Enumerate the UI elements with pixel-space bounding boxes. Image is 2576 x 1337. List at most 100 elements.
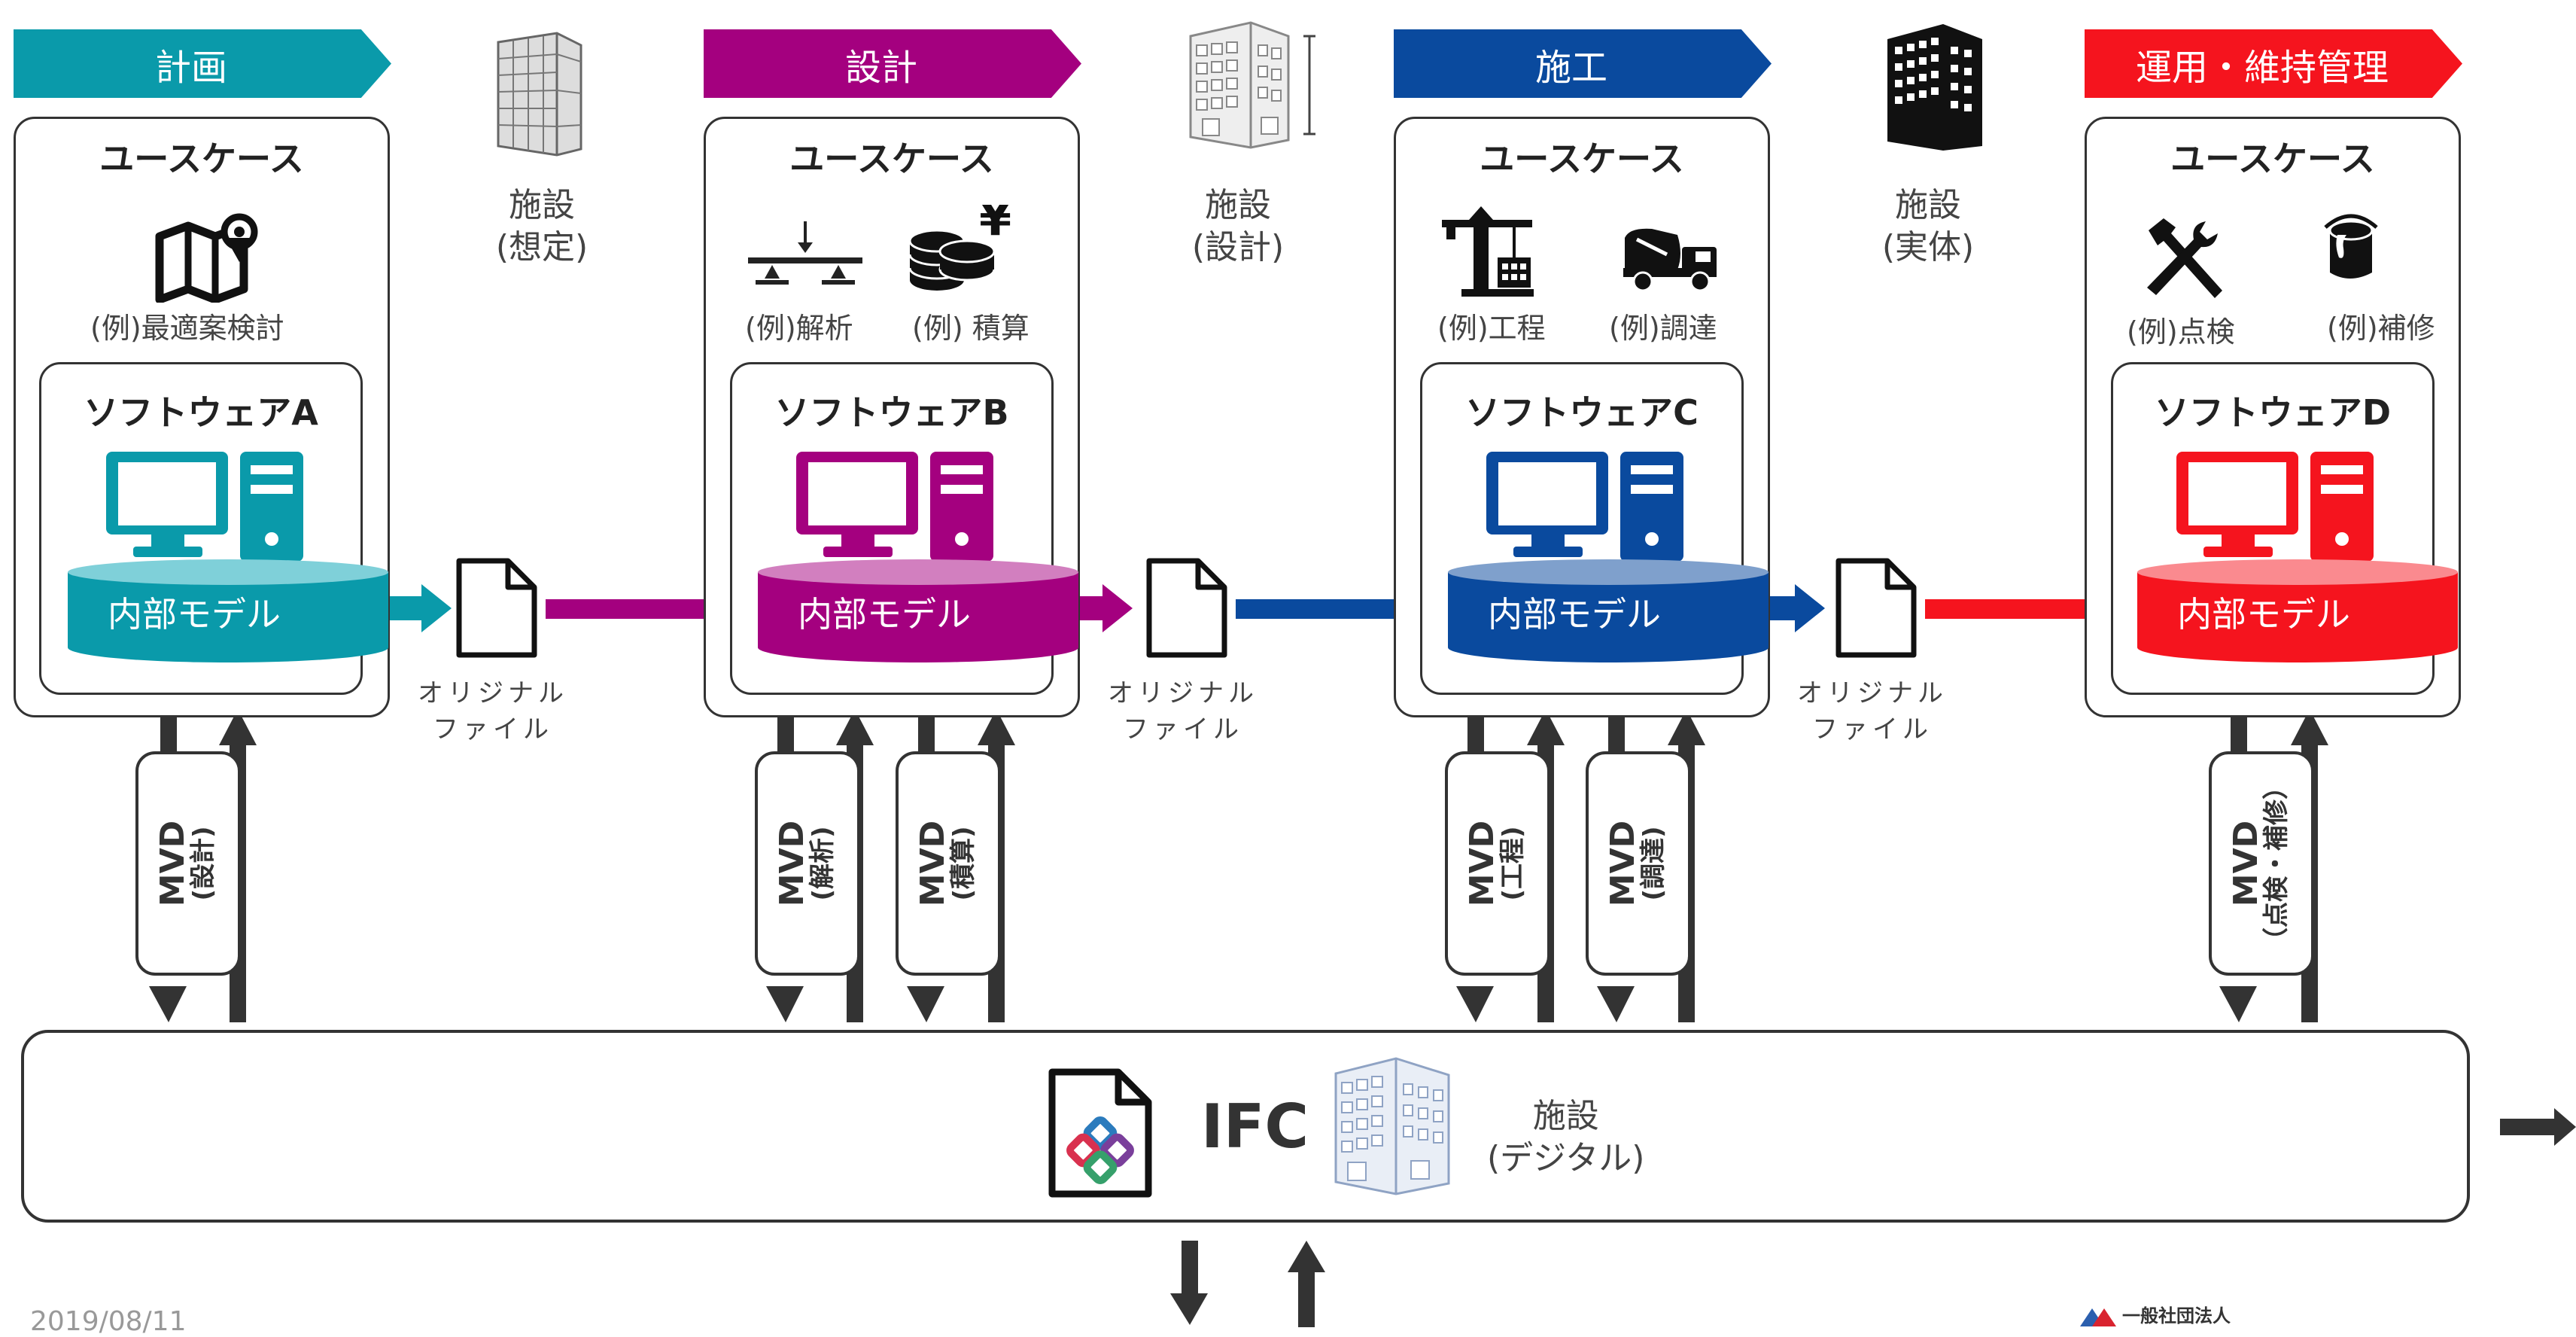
facility-design-label: 施設 (設計) — [1148, 184, 1328, 269]
internal-model-label: 内部モデル — [1488, 594, 1661, 635]
usecase-example: (例)調達 — [1609, 312, 1717, 345]
mixer-truck-icon — [1623, 228, 1717, 292]
mvd-text: MVD（点検・補修） — [2227, 774, 2292, 953]
original-file-icon — [1146, 558, 1227, 658]
hammer-wrench-icon — [2147, 218, 2222, 298]
building-sketch-icon — [497, 32, 582, 157]
internal-model-label: 内部モデル — [2177, 594, 2350, 635]
facility-line1: 施設 — [1205, 186, 1271, 224]
mvd-text: MVD(設計) — [154, 820, 218, 907]
internal-model-cylinder — [758, 559, 1078, 662]
usecase-example: (例)最適案検討 — [90, 312, 284, 345]
facility-line2: (設計) — [1191, 228, 1285, 266]
software-title: ソフトウェアB — [774, 392, 1009, 433]
facility-assumed-label: 施設 (想定) — [452, 184, 632, 269]
mvd-box-procurement: MVD(調達) — [1586, 751, 1691, 976]
mvd-box-analysis: MVD(解析) — [755, 751, 860, 976]
original-file-label: オリジナルファイル — [403, 675, 583, 748]
original-file-line1: オリジナル — [1797, 678, 1948, 708]
usecase-example: (例)工程 — [1437, 312, 1546, 345]
mvd-sub-label: (設計) — [188, 826, 218, 901]
mvd-sub-label: （点検・補修） — [2261, 774, 2292, 953]
usecase-example: (例)点検 — [2127, 315, 2235, 349]
internal-model-cylinder — [1448, 559, 1769, 662]
facility-real-label: 施設 (実体) — [1838, 184, 2018, 269]
usecase-example: (例)補修 — [2327, 312, 2435, 345]
phase-header-operation: 運用・維持管理 — [2085, 29, 2462, 98]
mvd-text: MVD(工程) — [1463, 820, 1528, 907]
internal-model-cylinder — [2137, 559, 2458, 662]
mvd-box-process: MVD(工程) — [1445, 751, 1550, 976]
mvd-box-inspection-repair: MVD（点検・補修） — [2209, 751, 2314, 976]
digital-facility-line2: (デジタル) — [1487, 1139, 1645, 1177]
mvd-box-design: MVD(設計) — [135, 751, 241, 976]
usecase-title: ユースケース — [2170, 139, 2375, 179]
phase-label: 設計 — [844, 46, 917, 89]
usecase-example: (例) 積算 — [912, 312, 1029, 345]
organization-name: 一般社団法人 — [2122, 1305, 2231, 1326]
original-file-line2: ファイル — [1812, 714, 1933, 745]
ifc-label: IFC — [1201, 1092, 1309, 1162]
building-solid-icon — [1887, 24, 1982, 151]
svg-text:¥: ¥ — [979, 205, 1011, 246]
phase-header-plan: 計画 — [14, 29, 391, 98]
phase-label: 計画 — [154, 46, 227, 89]
usecase-example: (例)解析 — [745, 312, 853, 345]
digital-building-icon — [1334, 1057, 1450, 1195]
software-title: ソフトウェアC — [1465, 392, 1699, 433]
mvd-text: MVD(解析) — [773, 820, 838, 907]
software-title: ソフトウェアD — [2154, 392, 2392, 433]
mvd-sub-label: (解析) — [807, 826, 838, 901]
construction-crane-icon — [1442, 206, 1534, 297]
mvd-text: MVD(調達) — [1604, 820, 1668, 907]
original-file-label: オリジナルファイル — [1782, 675, 1963, 748]
computer-icon — [106, 452, 303, 562]
phase-header-design: 設計 — [704, 29, 1081, 98]
computer-icon — [796, 452, 993, 562]
mvd-main-label: MVD — [1604, 820, 1642, 907]
facility-line1: 施設 — [1895, 186, 1961, 224]
coins-yen-icon: ¥ — [908, 205, 1011, 291]
mvd-sub-label: (工程) — [1498, 826, 1528, 901]
original-file-line1: オリジナル — [1108, 678, 1258, 708]
mvd-text: MVD(積算) — [914, 820, 978, 907]
digital-facility-label: 施設 (デジタル) — [1487, 1095, 1644, 1180]
facility-line2: (想定) — [495, 228, 588, 266]
mvd-main-label: MVD — [773, 820, 811, 907]
internal-model-label: 内部モデル — [798, 594, 971, 635]
mvd-sub-label: (調達) — [1638, 826, 1668, 901]
usecase-title: ユースケース — [789, 139, 994, 179]
paint-bucket-icon — [2324, 214, 2378, 279]
phase-label: 施工 — [1534, 46, 1607, 89]
original-file-icon — [1835, 558, 1917, 658]
facility-line1: 施設 — [509, 186, 575, 224]
internal-model-label: 内部モデル — [108, 594, 281, 635]
usecase-title: ユースケース — [99, 139, 304, 179]
digital-facility-line1: 施設 — [1532, 1097, 1599, 1135]
computer-icon — [1486, 452, 1683, 562]
computer-icon — [2176, 452, 2374, 562]
original-file-line2: ファイル — [433, 714, 553, 745]
mvd-main-label: MVD — [1463, 820, 1501, 907]
structural-analysis-icon — [748, 221, 862, 285]
original-file-line2: ファイル — [1123, 714, 1243, 745]
footer-date: 2019/08/11 — [30, 1306, 187, 1337]
mvd-sub-label: (積算) — [948, 826, 978, 901]
mvd-main-label: MVD — [2227, 820, 2265, 907]
internal-model-cylinder — [68, 559, 388, 662]
building-outline-icon — [1189, 21, 1315, 149]
ifc-bar — [21, 1030, 2470, 1223]
phase-label: 運用・維持管理 — [2135, 46, 2389, 89]
ifc-file-icon — [1048, 1068, 1152, 1198]
organization-logo-icon — [2080, 1308, 2116, 1326]
original-file-label: オリジナルファイル — [1093, 675, 1273, 748]
facility-line2: (実体) — [1881, 228, 1975, 266]
usecase-title: ユースケース — [1480, 139, 1684, 179]
mvd-main-label: MVD — [914, 820, 952, 907]
original-file-line1: オリジナル — [418, 678, 568, 708]
software-title: ソフトウェアA — [84, 392, 318, 433]
map-icon — [155, 213, 258, 303]
phase-header-construction: 施工 — [1394, 29, 1772, 98]
mvd-main-label: MVD — [154, 820, 192, 907]
mvd-box-estimate: MVD(積算) — [896, 751, 1001, 976]
